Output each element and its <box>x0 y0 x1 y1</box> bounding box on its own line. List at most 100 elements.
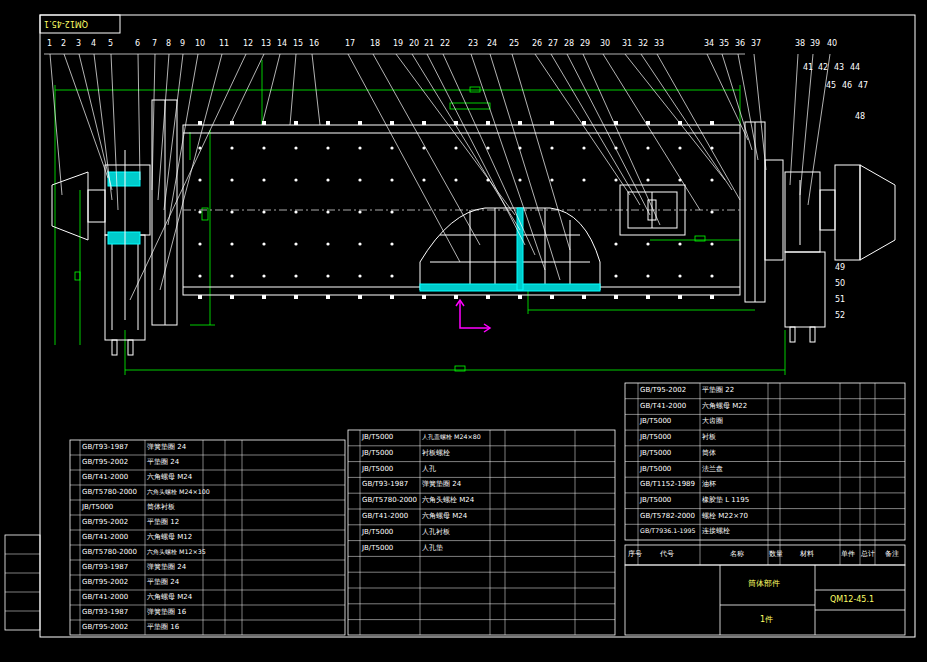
bolt-dot <box>390 178 393 181</box>
leader-line <box>50 54 62 195</box>
callout-number: 49 <box>835 264 845 272</box>
bolt-head <box>230 295 234 299</box>
leader-lines <box>44 54 830 300</box>
table-rule <box>70 530 345 531</box>
liner-bolts <box>198 121 714 299</box>
bolt-head <box>550 295 554 299</box>
table-cell: 连接螺栓 <box>702 528 730 535</box>
leader-line <box>138 54 140 180</box>
bolt-head <box>550 121 554 125</box>
table-rule <box>203 440 204 635</box>
section-cutaway <box>420 208 600 291</box>
table-cell: GB/T41-2000 <box>82 474 128 481</box>
callout-number: 45 <box>826 82 836 90</box>
table-rule <box>70 515 345 516</box>
dimension-lines <box>55 60 785 375</box>
leader-line <box>657 54 740 200</box>
leader-line <box>94 54 112 200</box>
table-rule <box>625 414 905 415</box>
callout-number: 25 <box>509 40 519 48</box>
bolt-dot <box>230 274 233 277</box>
callout-number: 10 <box>195 40 205 48</box>
bolt-dot <box>646 178 649 181</box>
leader-line <box>290 54 296 125</box>
bolt-dot <box>262 274 265 277</box>
bolt-dot <box>358 274 361 277</box>
callout-number: 35 <box>719 40 729 48</box>
bolt-dot <box>358 210 361 213</box>
callout-number: 21 <box>424 40 434 48</box>
table-rule <box>70 470 345 471</box>
table-cell: 筒体部件 <box>748 580 780 588</box>
callout-number: 26 <box>532 40 542 48</box>
table-cell: 六角头螺栓 M24 <box>422 497 474 504</box>
discharge-end <box>745 122 895 342</box>
table-cell: 1件 <box>760 616 773 624</box>
table-rule <box>5 592 40 593</box>
code-box <box>40 15 120 33</box>
bolt-head <box>646 295 650 299</box>
table-cell: 平垫圈 16 <box>147 624 179 631</box>
table-rule <box>80 440 81 635</box>
table-rule <box>638 383 639 565</box>
leader-line <box>111 54 118 210</box>
bolt-head <box>422 295 426 299</box>
table-rule <box>225 440 226 635</box>
table-cell: JB/T5000 <box>640 418 671 425</box>
leader-line <box>230 54 264 125</box>
table-cell: 弹簧垫圈 16 <box>147 609 186 616</box>
table-cell: 六角头螺栓 M24×100 <box>147 489 210 495</box>
bolt-dot <box>262 242 265 245</box>
bolt-dot <box>198 178 201 181</box>
bolt-dot <box>390 242 393 245</box>
callout-number: 41 <box>803 64 813 72</box>
bolt-dot <box>262 178 265 181</box>
callout-number: 5 <box>108 40 113 48</box>
table-cell: 平垫圈 12 <box>147 519 179 526</box>
table-rule <box>505 430 506 635</box>
table-cell: 衬板螺栓 <box>422 450 450 457</box>
callout-number: 50 <box>835 280 845 288</box>
table-rule <box>768 383 769 565</box>
table-cell: JB/T5000 <box>640 466 671 473</box>
callout-number: 36 <box>735 40 745 48</box>
callout-number: 44 <box>850 64 860 72</box>
callout-number: 11 <box>219 40 229 48</box>
leader-line <box>168 54 198 225</box>
callout-number: 43 <box>834 64 844 72</box>
sheet-frame <box>40 15 915 637</box>
leader-line <box>722 54 752 150</box>
table-rule <box>625 461 905 462</box>
table-cell: 人孔衬板 <box>422 529 450 536</box>
bolt-dot <box>390 146 393 149</box>
bolt-head <box>326 295 330 299</box>
bolt-dot <box>230 178 233 181</box>
table-rule <box>5 573 40 574</box>
bolt-dot <box>678 242 681 245</box>
table-cell: 平垫圈 24 <box>147 579 179 586</box>
bolt-dot <box>582 178 585 181</box>
drawing-code: QM12-45.1 <box>44 19 88 27</box>
bolt-head <box>358 121 362 125</box>
table-cell: 六角螺母 M24 <box>422 513 467 520</box>
table-cell: GB/T95-2002 <box>82 459 128 466</box>
table-rule <box>70 560 345 561</box>
leader-line <box>79 54 112 190</box>
bolt-dot <box>198 274 201 277</box>
table-cell: GB/T95-2002 <box>82 519 128 526</box>
table-cell: GB/T5782-2000 <box>640 513 695 520</box>
bolt-dot <box>230 242 233 245</box>
axis-arrow <box>456 300 490 332</box>
callout-number: 14 <box>277 40 287 48</box>
callout-number: 47 <box>858 82 868 90</box>
bolt-dot <box>262 210 265 213</box>
table-rule <box>420 430 421 635</box>
bolt-dot <box>294 274 297 277</box>
table-cell: GB/T93-1987 <box>82 444 128 451</box>
leader-line <box>158 54 169 200</box>
table-cell: JB/T5000 <box>362 466 393 473</box>
table-rule <box>875 383 876 565</box>
bolt-dot <box>294 178 297 181</box>
bolt-dot <box>390 210 393 213</box>
bolt-dot <box>326 210 329 213</box>
